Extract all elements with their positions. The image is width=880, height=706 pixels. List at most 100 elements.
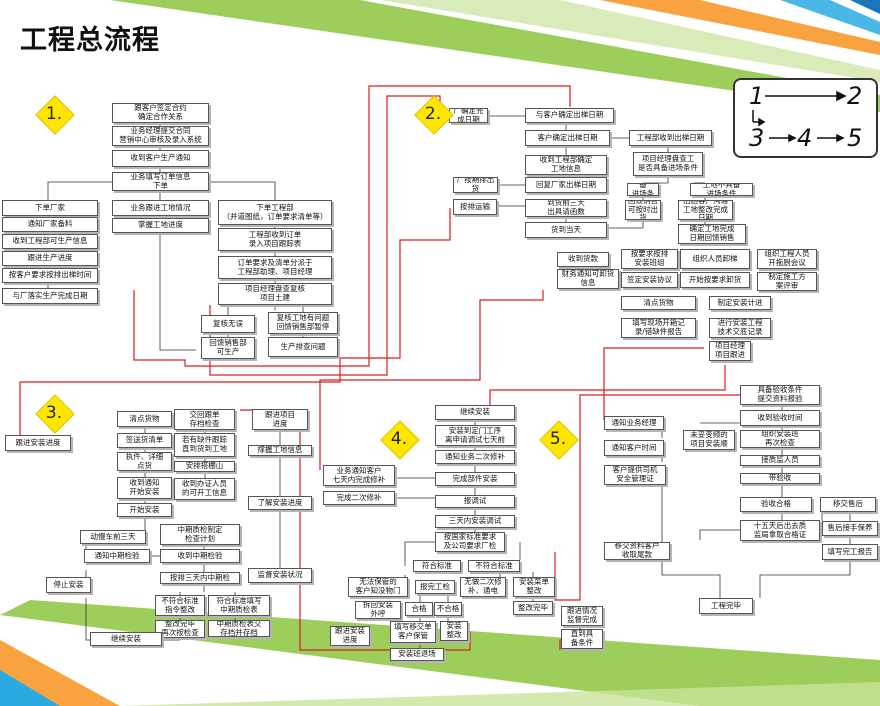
node-acceptance-passed: 验收合格	[740, 497, 812, 512]
node-stop-install: 停止安装	[46, 577, 91, 593]
node-arrange-transport: 按排运输	[453, 199, 497, 215]
node-manager-follow: 项目经理 项目跟进	[709, 341, 751, 361]
node-remove-call: 拆回安装 外呼	[355, 601, 401, 619]
node-site-ready: 工地具备 进场条件	[627, 183, 659, 196]
node-driver-safety-cert: 客户提供司机 安全管理证	[604, 465, 666, 485]
cross-section-connectors	[19, 85, 740, 651]
section-1-label: 1.	[45, 104, 63, 124]
node-supervise-install: 监督安装状况	[248, 568, 312, 583]
node-notify-client-time: 通知客户时间	[604, 440, 664, 456]
node-second-repair-done: 完成二次修补	[323, 491, 395, 505]
section-5-label: 5.	[549, 429, 567, 449]
node-pick-up-inspector: 接质监人员	[740, 455, 820, 466]
node-midterm-three-days: 按排三天内中期检	[160, 572, 240, 584]
node-rectify-recheck: 整改完毕 再次按检查	[155, 620, 205, 638]
node-follow-site: 业务跟进工地情况	[112, 200, 209, 216]
node-tech-briefing: 进行安装工程 技术交底记录	[709, 318, 771, 338]
node-factory-date: 厂确定完成日期	[449, 108, 488, 123]
node-engineering-order: 下单工程部 （并道图纸，订单要求清单等）	[218, 200, 332, 225]
top-light-green-stripe	[380, 0, 880, 82]
node-s4-meets-standard: 符合标准	[413, 560, 461, 572]
node-report-debug: 报调试	[435, 495, 515, 508]
node-continue-install-s4: 继续安装	[435, 405, 515, 420]
node-confirm-site-date: 确定工地完成 日期回馈销售	[678, 224, 746, 244]
node-sign-delivery-list: 签送货清单	[117, 433, 172, 448]
node-engineering-gets-date: 工程部收到出梯日期	[629, 130, 712, 146]
node-arrange-install-team: 按要求按排 安装班组	[621, 249, 678, 269]
node-organize-meeting: 组织工程人员 开拖厨会议	[757, 249, 817, 269]
node-supervise-completion: 跟进情况 监督完成	[561, 606, 603, 626]
node-start-install: 开始安装	[117, 503, 172, 517]
node-detailed-check: 执件、详细 点货	[117, 452, 172, 471]
node-review-ok: 复核无误	[201, 315, 255, 333]
top-orange-stripe	[600, 0, 880, 55]
node-site-info-s3: 撑握工地信息	[248, 445, 312, 456]
node-hand-to-aftersales: 移交售后	[820, 497, 876, 512]
node-install-rectify: 安装 整改	[440, 621, 468, 641]
node-organize-unload: 组织人员卸梯	[680, 249, 750, 269]
node-track-missing-parts: 若有缺件跟踪 直到货到工地	[174, 433, 235, 457]
node-debug-three-days: 三天内安装调试	[435, 515, 515, 528]
node-unqualified: 不合格	[434, 602, 462, 616]
node-install-schedule: 制定安装计进	[709, 296, 771, 310]
node-order-factory: 下单厂家	[2, 200, 98, 216]
node-lead-acceptance: 带验收	[740, 473, 820, 484]
node-can-produce: 回馈销售部 可生产	[201, 337, 255, 359]
node-record-tracking: 工程部收到订单 录入项目跟踪表	[218, 228, 332, 251]
section-5-lines	[661, 405, 851, 598]
node-check-site-conditions: 项目经理盘查工 是否具备进场条件	[633, 152, 703, 176]
node-second-repair-notice: 通知业务二次修补	[435, 450, 515, 464]
node-second-repair-power: 无做二次修 补、通电	[460, 577, 506, 597]
node-submit-contract: 业务经理提交合同 营销中心审核及录入系统	[112, 126, 209, 146]
node-assign-manager: 订单要求及清单分派于 工程部助理、项目经理	[218, 256, 332, 279]
node-start-unload: 开始按要求卸货	[680, 272, 750, 288]
node-not-standard: 不符合标准 指令整改	[155, 595, 205, 616]
node-notify-factory: 通知厂家备料	[2, 217, 98, 232]
node-track-install-progress: 跟进安装进度	[5, 435, 71, 451]
node-reply-factory: 回复厂家出梯日期	[525, 177, 607, 193]
node-receive-acceptance-time: 收到验收时间	[740, 410, 820, 426]
node-until-ready: 直到具 备条件	[561, 629, 603, 649]
node-handover-docs: 移交资料客户 收取尾款	[604, 542, 670, 560]
node-receive-midterm: 收到中期检验	[160, 549, 240, 563]
node-parts-installed: 完成部件安装	[435, 472, 515, 486]
node-notify-midterm: 通知中期检验	[84, 549, 150, 563]
node-factory-inspection: 按国家标准要求 及公司要求厂检	[435, 532, 505, 552]
node-s4-track-progress: 跟进安装 进度	[330, 626, 370, 646]
legend-arrows	[752, 90, 847, 143]
node-project-complete: 工程完毕	[699, 598, 753, 614]
node-know-progress: 了解安装进度	[248, 496, 312, 510]
bottom-blue-stripe	[0, 670, 60, 706]
node-s3-count-goods: 清点货物	[117, 411, 172, 427]
node-continue-install-s3: 继续安装	[90, 632, 162, 646]
node-qualified: 合格	[405, 602, 433, 616]
node-three-days-before: 动慢车前三天	[80, 530, 146, 544]
node-notice-three-days: 到货前三天 出具请函数	[525, 199, 607, 217]
legend-step-3: 3	[749, 124, 765, 152]
node-follow-project: 跟进项目 进度	[252, 409, 308, 430]
node-client-repair-notice: 业务通知客户 七天内完成修补	[323, 465, 395, 486]
node-s4-not-standard: 不符合标准	[468, 560, 520, 572]
node-factory-can-produce: 收到工程部可生产信息	[2, 234, 98, 249]
node-rectify-menu: 安装菜单 整改	[513, 577, 555, 597]
legend-step-4: 4	[797, 124, 813, 152]
node-client-confirms-date: 客户确定出梯日期	[525, 130, 610, 146]
node-start-install-notice: 收到通知 开始安装	[117, 477, 172, 499]
page-title: 工程总流程	[20, 25, 160, 56]
node-production-issue: 生产排查问题	[268, 337, 338, 357]
node-archive-midterm: 中期质检表交 存档并存档	[208, 620, 270, 637]
top-dark-blue-corner	[850, 0, 880, 14]
legend-step-5: 5	[847, 124, 863, 152]
node-finance-notice: 财务通知可卸货 信息	[557, 269, 619, 289]
node-permit-notice: 收到办证人员 的可开工信息	[174, 478, 235, 500]
node-unboxing-record: 填写现场开箱记 录/错缺件报告	[621, 318, 696, 338]
node-unkept-door: 无法保管的 客户知没物门	[348, 577, 408, 597]
section-2-label: 2.	[424, 104, 442, 124]
node-construction-plan: 制定施工方 案评审	[757, 272, 817, 291]
node-review-civil: 项目经理盘查复核 项目土建	[218, 283, 332, 305]
node-arrange-delivery-time: 按客户要求按排出梯时间	[2, 268, 98, 283]
node-aftersales-maintenance: 售后接手保养	[822, 521, 878, 536]
node-completion-report: 填写完工报告	[822, 544, 878, 560]
node-site-progress: 掌握工地进度	[112, 218, 209, 233]
node-review-problem: 复核工地有问题 回馈销售部暂停	[268, 312, 338, 334]
